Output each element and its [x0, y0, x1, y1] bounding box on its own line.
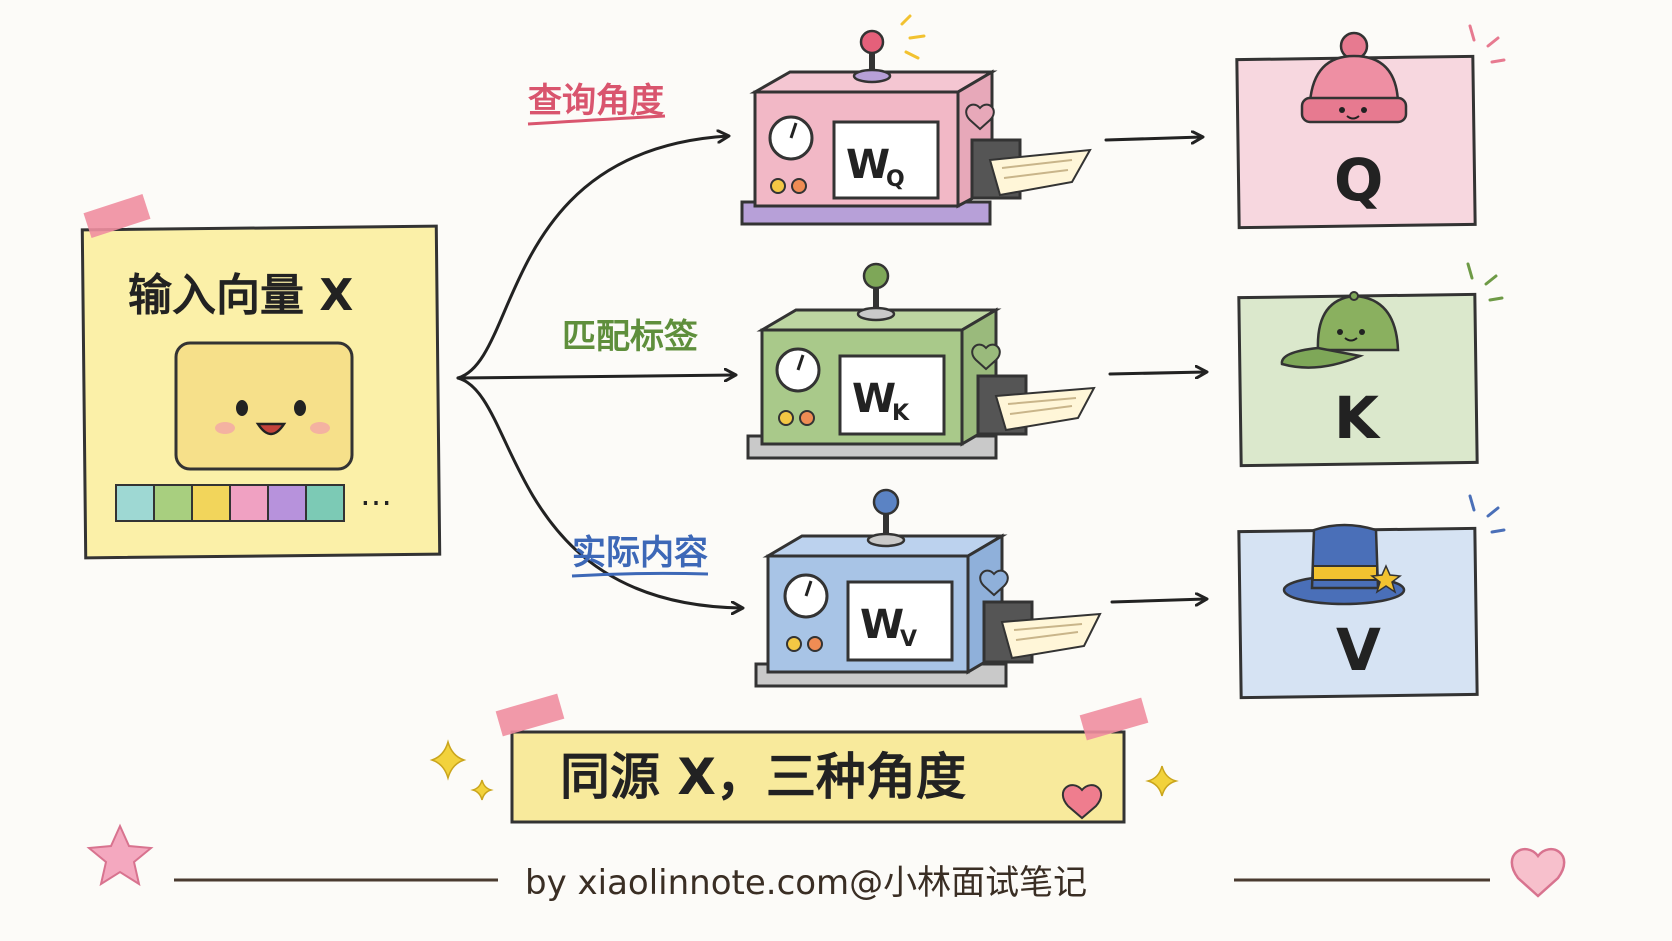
- lever-knob-icon: [862, 262, 890, 290]
- heart-icon: [965, 103, 995, 131]
- sparkle-icon: [1466, 262, 1504, 302]
- top-hat-icon: [1282, 523, 1406, 606]
- matrix-subscript: Q: [886, 167, 905, 192]
- footer: by xiaolinnote.com@小林面试笔记: [86, 823, 1566, 903]
- sparkle-icon: [1145, 765, 1179, 797]
- branch-label-value: 实际内容: [571, 533, 709, 578]
- summary-banner: 同源 X，三种角度: [429, 693, 1179, 824]
- sparkle-icon: [429, 739, 467, 781]
- output-card-v: V: [1237, 494, 1506, 700]
- weight-machine-k: W K: [746, 262, 1096, 460]
- matrix-subscript: V: [900, 627, 917, 652]
- heart-icon: [971, 343, 1001, 371]
- arrow-to-v-machine: [456, 376, 742, 608]
- branch-label-key: 匹配标签: [562, 317, 698, 357]
- vector-ellipsis: …: [360, 475, 392, 513]
- output-card-q: Q: [1235, 24, 1506, 230]
- tape-decoration: [83, 194, 151, 238]
- tape-decoration: [1079, 697, 1149, 741]
- matrix-label: W: [860, 602, 904, 648]
- arrow-to-k-machine: [456, 375, 735, 378]
- matrix-screen: [832, 120, 940, 200]
- arrow-to-q-machine: [456, 136, 728, 380]
- output-letter: V: [1336, 616, 1381, 684]
- star-icon: [1370, 564, 1402, 594]
- arrow-to-k-card: [1108, 372, 1206, 374]
- vector-cell: [153, 484, 193, 522]
- sparkle-icon: [1468, 24, 1506, 64]
- vector-cell: [191, 484, 231, 522]
- sparkle-icon: [1468, 494, 1506, 534]
- sparkle-icon: [470, 779, 494, 801]
- vector-character-icon: [174, 341, 354, 471]
- output-letter: Q: [1334, 146, 1383, 214]
- footer-credit: by xiaolinnote.com@小林面试笔记: [525, 863, 1087, 903]
- heart-icon: [1061, 784, 1103, 820]
- cap-icon: [1280, 291, 1400, 369]
- sparkle-icon: [900, 14, 926, 60]
- vector-cell: [267, 484, 307, 522]
- weight-machine-q: W Q: [740, 14, 1092, 226]
- vector-cell: [229, 484, 269, 522]
- vector-cell: [115, 484, 155, 522]
- vector-cell: [305, 484, 345, 522]
- banner-text: 同源 X，三种角度: [560, 748, 966, 806]
- output-card-k: K: [1237, 262, 1504, 468]
- arrow-to-q-card: [1104, 137, 1202, 140]
- matrix-screen: [838, 354, 946, 436]
- star-icon: [86, 823, 154, 887]
- weight-machine-v: W V: [754, 488, 1102, 688]
- beanie-icon: [1300, 31, 1408, 124]
- lever-knob-icon: [859, 29, 885, 55]
- input-vector-card: 输入向量 X …: [80, 194, 442, 560]
- heart-icon: [979, 569, 1009, 597]
- branch-label-text: 实际内容: [572, 533, 708, 573]
- tape-decoration: [495, 693, 565, 737]
- lever-knob-icon: [872, 488, 900, 516]
- branch-label-query: 查询角度: [527, 81, 666, 126]
- fan-out-arrows: [456, 136, 742, 608]
- branch-label-text: 查询角度: [528, 81, 664, 121]
- output-arrows: [1104, 137, 1206, 602]
- arrow-to-v-card: [1110, 599, 1206, 602]
- matrix-label: W: [846, 142, 890, 188]
- output-letter: K: [1334, 384, 1381, 452]
- matrix-subscript: K: [892, 401, 910, 426]
- branch-label-text: 匹配标签: [562, 317, 698, 357]
- matrix-label: W: [852, 376, 896, 422]
- matrix-screen: [846, 580, 954, 662]
- vector-cells: [115, 484, 345, 522]
- input-card-title: 输入向量 X: [128, 270, 353, 321]
- heart-icon: [1510, 848, 1566, 898]
